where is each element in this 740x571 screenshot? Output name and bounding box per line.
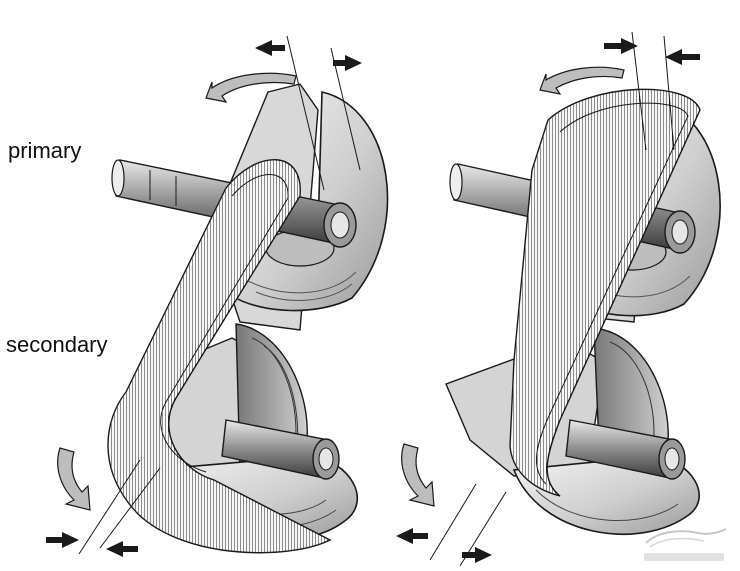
left-bottom-arrow-in-left	[46, 532, 79, 548]
left-top-rotation-arrow	[205, 72, 297, 103]
left-bottom-axis-line	[78, 459, 141, 555]
right-secondary-pulley	[445, 327, 700, 535]
left-top-axis-line-2	[330, 47, 361, 171]
left-secondary-shaft	[221, 419, 340, 480]
right-top-arrow-in-right	[665, 49, 700, 65]
left-bottom-rotation-arrow	[57, 447, 91, 511]
right-top-arrow-in-left	[604, 38, 638, 54]
left-assembly	[46, 35, 389, 557]
pcauto-watermark-logo	[644, 528, 727, 561]
right-top-axis-line-2	[663, 35, 675, 151]
right-bottom-axis-line	[429, 483, 477, 561]
right-bottom-arrow-out-right	[462, 547, 492, 563]
right-belt	[509, 88, 701, 497]
right-bottom-arrow-out-left	[396, 528, 428, 544]
left-top-arrow-out-right	[333, 55, 362, 71]
right-secondary-shaft	[565, 419, 686, 480]
left-top-axis-line	[286, 35, 325, 191]
primary-label: primary	[8, 138, 82, 163]
right-top-axis-line	[631, 31, 647, 151]
right-top-rotation-arrow	[539, 66, 625, 95]
left-top-arrow-out-left	[255, 40, 285, 56]
left-belt	[107, 159, 332, 554]
right-assembly	[396, 31, 721, 567]
left-bottom-arrow-in-right	[106, 541, 138, 557]
secondary-label: secondary	[6, 332, 108, 357]
right-bottom-rotation-arrow	[401, 443, 435, 507]
left-bottom-axis-line-2	[99, 467, 161, 549]
